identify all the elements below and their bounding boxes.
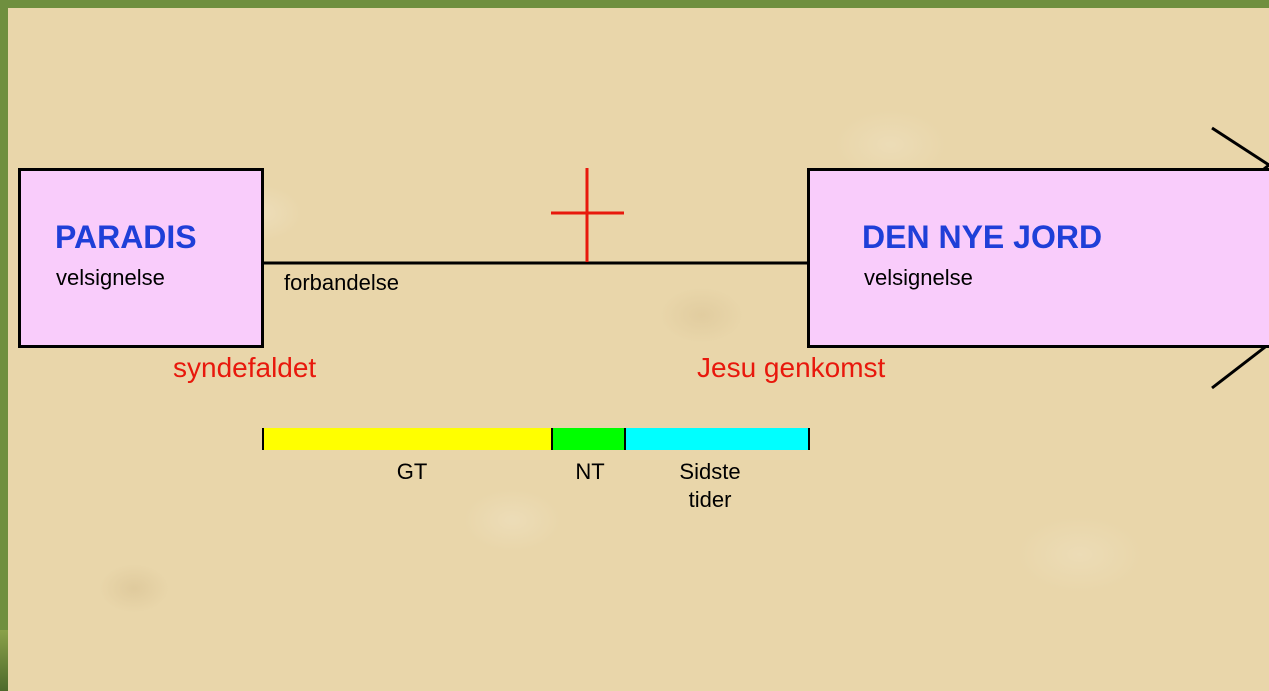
period-bar (262, 428, 810, 450)
slide-background (8, 8, 1269, 691)
paradis-subtitle: velsignelse (56, 265, 165, 290)
period-nt-label: NT (575, 459, 605, 484)
period-nt-bar (552, 428, 625, 450)
fall-event-label: syndefaldet (173, 352, 317, 383)
paradis-box: PARADIS velsignelse (18, 168, 264, 348)
new-earth-title: DEN NYE JORD (862, 219, 1103, 255)
corner-image (0, 630, 8, 691)
period-last-bar (625, 428, 809, 450)
period-gt-label: GT (396, 459, 428, 484)
paradis-title: PARADIS (55, 219, 197, 255)
cross-icon (551, 168, 624, 262)
new-earth-box: DEN NYE JORD velsignelse (807, 168, 1269, 348)
return-event-label: Jesu genkomst (697, 352, 886, 383)
new-earth-subtitle: velsignelse (864, 265, 973, 290)
period-gt-bar (263, 428, 552, 450)
curse-label: forbandelse (284, 270, 399, 295)
period-last-label: Sidste tider (679, 459, 741, 512)
